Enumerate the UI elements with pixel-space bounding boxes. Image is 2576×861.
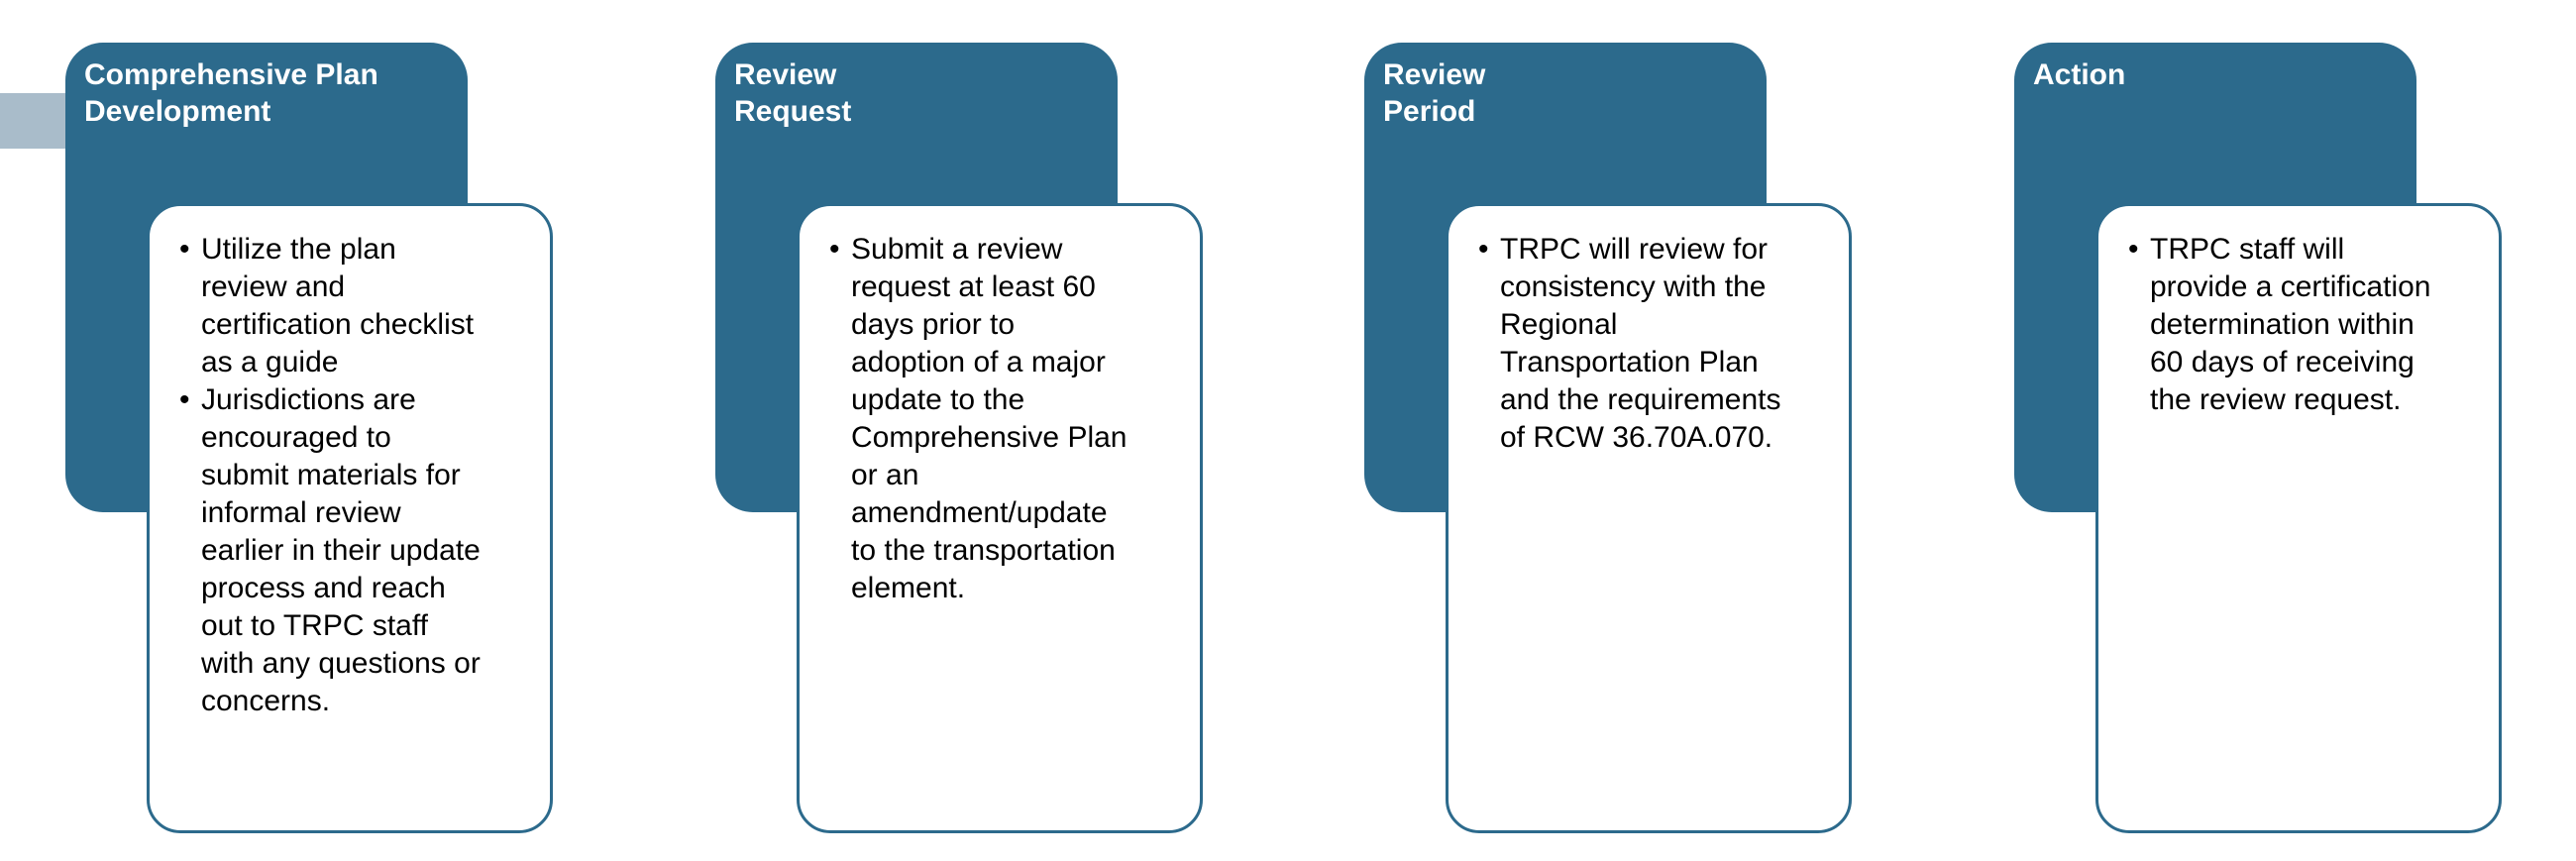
bullet-item: Utilize the plan review and certificatio… (179, 231, 542, 381)
step-title: Comprehensive Plan Development (84, 58, 378, 128)
bullet-list: Utilize the plan review and certificatio… (150, 206, 550, 720)
bullet-list: TRPC will review for consistency with th… (1449, 206, 1849, 457)
bullet-item: Submit a review request at least 60 days… (829, 231, 1192, 607)
step-group-review-period: Review Period TRPC will review for consi… (1364, 0, 2013, 861)
step-group-review-request: Review Request Submit a review request a… (715, 0, 1364, 861)
bullet-list: Submit a review request at least 60 days… (800, 206, 1200, 607)
bullet-item: Jurisdictions are encouraged to submit m… (179, 381, 542, 720)
step-card: TRPC staff will provide a certification … (2095, 203, 2502, 833)
bullet-item: TRPC will review for consistency with th… (1478, 231, 1841, 457)
step-title: Review Request (734, 58, 852, 128)
bullet-item: TRPC staff will provide a certification … (2128, 231, 2491, 419)
step-group-comprehensive-plan-development: Comprehensive Plan Development Utilize t… (65, 0, 714, 861)
bullet-list: TRPC staff will provide a certification … (2098, 206, 2499, 419)
step-title: Action (2033, 58, 2126, 91)
step-card: Utilize the plan review and certificatio… (147, 203, 553, 833)
step-group-action: Action TRPC staff will provide a certifi… (2014, 0, 2576, 861)
step-card: Submit a review request at least 60 days… (797, 203, 1203, 833)
step-card: TRPC will review for consistency with th… (1446, 203, 1852, 833)
step-title: Review Period (1383, 58, 1486, 128)
